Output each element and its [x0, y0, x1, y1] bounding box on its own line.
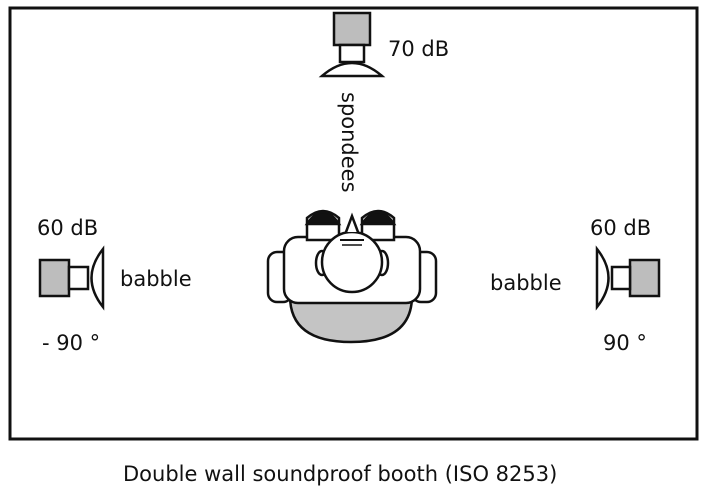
- front-speaker-signal: spondees: [337, 92, 361, 193]
- right-speaker-signal: babble: [490, 271, 562, 295]
- right-speaker-level: 60 dB: [590, 216, 651, 240]
- left-speaker-angle: - 90 °: [42, 331, 100, 355]
- right-speaker-icon: [595, 245, 661, 311]
- front-speaker-icon: [318, 11, 386, 78]
- left-speaker-level: 60 dB: [37, 216, 98, 240]
- left-speaker-signal: babble: [120, 267, 192, 291]
- front-speaker-level: 70 dB: [388, 37, 449, 61]
- listener-in-chair-icon: [266, 209, 438, 344]
- right-speaker-angle: 90 °: [603, 331, 647, 355]
- left-speaker-icon: [38, 245, 105, 311]
- booth-caption: Double wall soundproof booth (ISO 8253): [123, 462, 557, 486]
